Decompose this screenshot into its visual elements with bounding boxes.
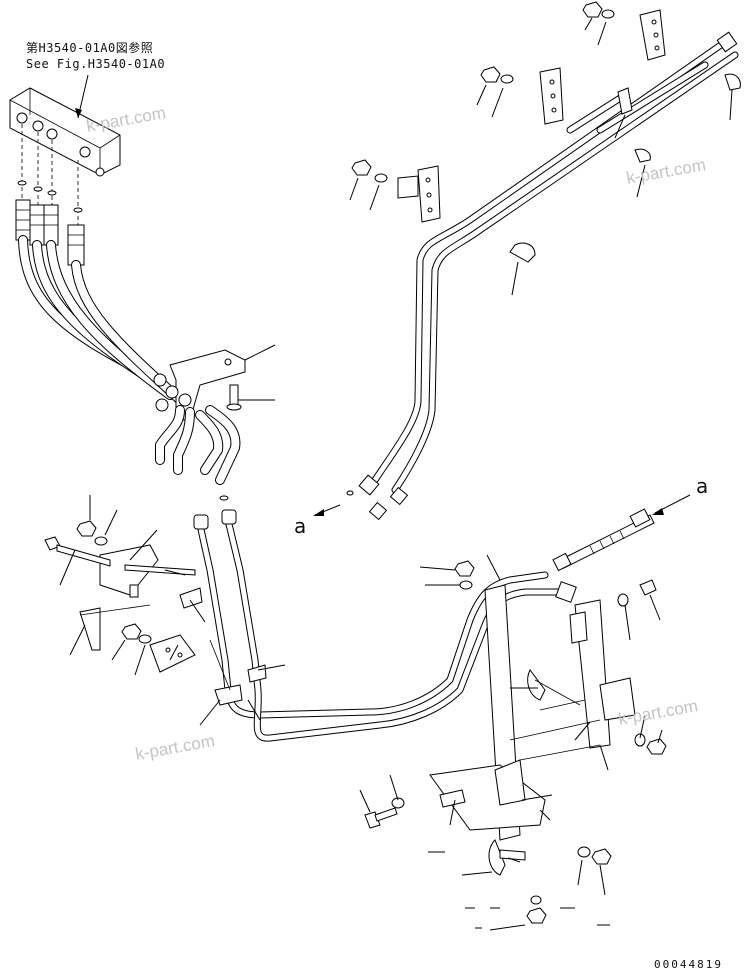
tube-assembly-upper <box>371 36 739 494</box>
nuts-washers-upper <box>351 1 615 183</box>
tube-end-fittings-lower <box>193 509 577 603</box>
drawing-code: 00044819 <box>654 958 723 971</box>
bracket-group-lower-left <box>79 544 267 706</box>
hose-assembly-a <box>552 508 655 572</box>
elbow-fittings <box>155 405 241 501</box>
tube-clips-upper <box>397 9 741 263</box>
arrow-label-right-a: a <box>696 474 709 498</box>
manifold-block <box>9 87 121 177</box>
hose-fittings-top-left <box>15 199 85 266</box>
frame-brackets-lower-right <box>429 584 636 876</box>
figure-reference-jp: 第H3540-01A0図参照 <box>26 41 154 55</box>
bolt-lower-left <box>44 520 152 644</box>
leaders-upper-right <box>349 17 733 296</box>
manifold-centerlines <box>17 124 83 225</box>
tube-end-fittings <box>346 31 738 521</box>
figure-reference-en: See Fig.H3540-01A0 <box>26 57 166 71</box>
hose-bracket <box>153 349 246 421</box>
arrow-label-left-a: a <box>294 514 307 538</box>
bolt-bracket <box>226 384 242 411</box>
nuts-washers-lower-right <box>364 560 667 924</box>
leaders-lower-right <box>359 554 663 931</box>
leaders-lower-left <box>59 495 286 726</box>
